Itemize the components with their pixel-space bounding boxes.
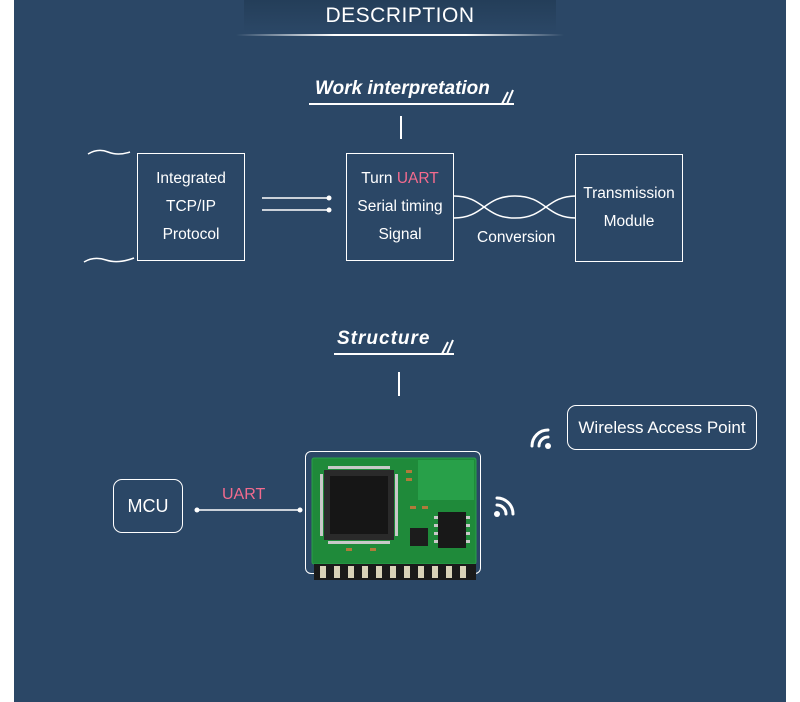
transmission-box: Transmission Module — [575, 154, 683, 262]
work-connector-line — [400, 116, 402, 139]
signal-wave-lines — [453, 195, 577, 219]
work-section-title: Work interpretation — [315, 78, 490, 99]
slash-decoration-icon — [436, 339, 454, 355]
mcu-label: MCU — [127, 495, 169, 516]
protocol-line-1: Integrated — [156, 170, 226, 187]
uart-box: Turn UART Serial timing Signal — [346, 153, 454, 261]
uart-line-3: Signal — [378, 226, 422, 243]
structure-section-title: Structure — [337, 328, 431, 349]
description-panel: DESCRIPTION Work interpretation Integrat… — [14, 0, 786, 702]
wave-edge-icon — [83, 149, 135, 263]
work-title-underline — [309, 103, 505, 105]
uart-prefix: Turn — [361, 170, 397, 187]
conversion-label: Conversion — [477, 229, 556, 246]
protocol-line-3: Protocol — [162, 226, 220, 243]
uart-line-2: Serial timing — [357, 198, 443, 215]
header-underline — [236, 34, 564, 36]
structure-title-underline — [334, 353, 446, 355]
transmission-line-1: Transmission — [583, 185, 675, 202]
transmission-line-2: Module — [603, 213, 655, 230]
header-band — [244, 0, 556, 32]
uart-line-1: Turn UART — [361, 165, 439, 193]
protocol-line-2: TCP/IP — [166, 198, 216, 215]
slash-decoration-icon — [496, 89, 514, 105]
structure-connector-line — [398, 372, 400, 396]
connector-lines — [262, 195, 332, 213]
mcu-box: MCU — [113, 479, 183, 533]
mcu-uart-connector — [194, 507, 303, 513]
wireless-access-point-label: Wireless Access Point — [578, 417, 746, 437]
uart-connector-label: UART — [222, 486, 266, 503]
wifi-signal-icon — [494, 496, 515, 517]
wifi-signal-icon — [530, 428, 551, 449]
uart-highlight: UART — [396, 170, 439, 187]
wireless-access-point-box: Wireless Access Point — [567, 405, 757, 450]
page-title: DESCRIPTION — [325, 4, 475, 27]
wifi-module-image — [311, 457, 477, 580]
protocol-box: Integrated TCP/IP Protocol — [137, 153, 245, 261]
